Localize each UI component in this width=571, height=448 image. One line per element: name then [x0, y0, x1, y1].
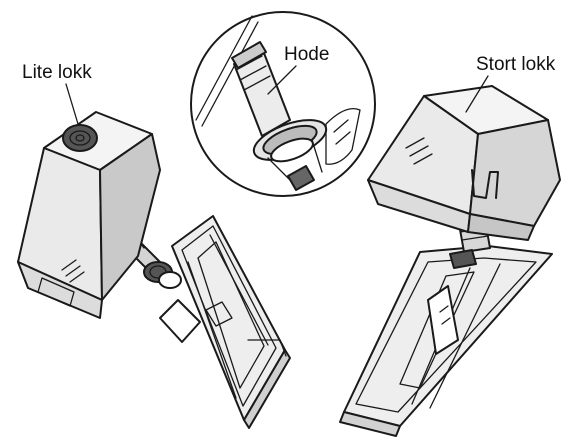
- head-detail-inset: Hode: [190, 11, 376, 197]
- left-cartridge: [159, 215, 291, 429]
- small-lid-assembly: Lite lokk: [17, 62, 291, 429]
- right-cartridge: [339, 245, 553, 437]
- large-lid-box: [367, 85, 561, 241]
- large-lid-assembly: Stort lokk: [339, 54, 561, 437]
- head-leader-line: [267, 65, 297, 95]
- head-label: Hode: [284, 44, 329, 65]
- small-lid-label: Lite lokk: [22, 62, 92, 83]
- head-stem: [231, 41, 291, 137]
- small-lid-box: [17, 111, 161, 319]
- large-lid-leader-line: [465, 75, 489, 113]
- large-lid-label: Stort lokk: [476, 54, 556, 75]
- small-lid-leader-line: [65, 83, 79, 125]
